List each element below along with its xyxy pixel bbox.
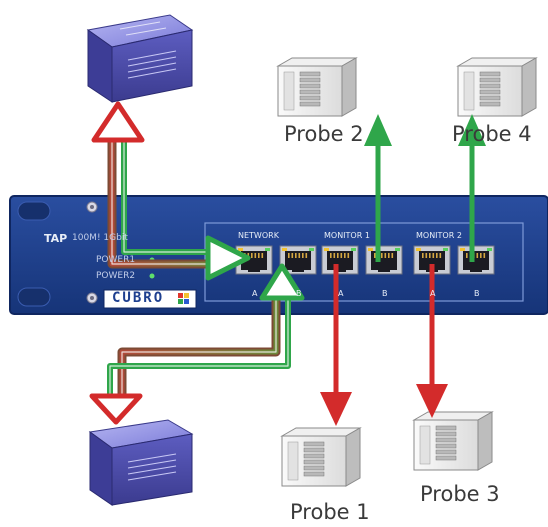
arrow-monitor2-b-to-probe-4 xyxy=(458,114,486,262)
probe-label-probe-2: Probe 2 xyxy=(284,122,364,146)
port-label-network-a: A xyxy=(252,289,258,298)
probe-label-probe-4: Probe 4 xyxy=(452,122,532,146)
arrow-down-to-bottom-switch xyxy=(89,393,143,425)
probe-probe-4-box xyxy=(456,57,538,117)
probe-label-probe-3: Probe 3 xyxy=(420,482,500,506)
power1-label: POWER1 xyxy=(96,255,136,265)
probe-label-probe-1: Probe 1 xyxy=(290,500,370,524)
port-monitor-1-a xyxy=(321,245,359,275)
bottom-switch xyxy=(88,419,194,506)
port-group-label-monitor-2: MONITOR 2 xyxy=(416,231,462,240)
arrow-monitor1-a-to-probe-1 xyxy=(320,264,352,426)
probe-probe-3-box xyxy=(412,411,494,471)
brand-logo: CUBRO xyxy=(112,290,165,306)
probe-probe-2-box xyxy=(276,57,358,117)
port-label-monitor-1-a: A xyxy=(338,289,344,298)
port-label-network-b: B xyxy=(296,289,302,298)
tap-model-label: TAP xyxy=(44,232,68,245)
arrow-into-network-b xyxy=(259,263,305,301)
port-label-monitor-1-b: B xyxy=(382,289,388,298)
arrow-monitor2-a-to-probe-3 xyxy=(416,264,448,418)
tap-device xyxy=(9,195,548,315)
network-path-top xyxy=(107,140,228,269)
tap-model-sub: 100M! 1Gbit xyxy=(72,233,128,243)
port-group-label-monitor-1: MONITOR 1 xyxy=(324,231,370,240)
rack-slot-top xyxy=(17,201,51,221)
power2-led xyxy=(149,273,155,279)
port-label-monitor-2-a: A xyxy=(430,289,436,298)
arrow-up-to-top-switch xyxy=(91,101,145,143)
port-label-monitor-2-b: B xyxy=(474,289,480,298)
port-network-b xyxy=(279,245,317,275)
probe-probe-1-box xyxy=(280,427,362,487)
arrow-into-network-a xyxy=(205,235,251,281)
top-switch xyxy=(86,14,194,103)
network-path-bottom xyxy=(107,300,291,400)
rack-slot-bottom xyxy=(17,287,51,307)
brand-box xyxy=(103,289,197,309)
power2-label: POWER2 xyxy=(96,271,136,281)
arrow-monitor1-b-to-probe-2 xyxy=(364,114,392,262)
port-group-label-network: NETWORK xyxy=(238,231,279,240)
port-monitor-2-b xyxy=(457,245,495,275)
port-monitor-1-b xyxy=(365,245,403,275)
probes-layer xyxy=(276,57,538,487)
